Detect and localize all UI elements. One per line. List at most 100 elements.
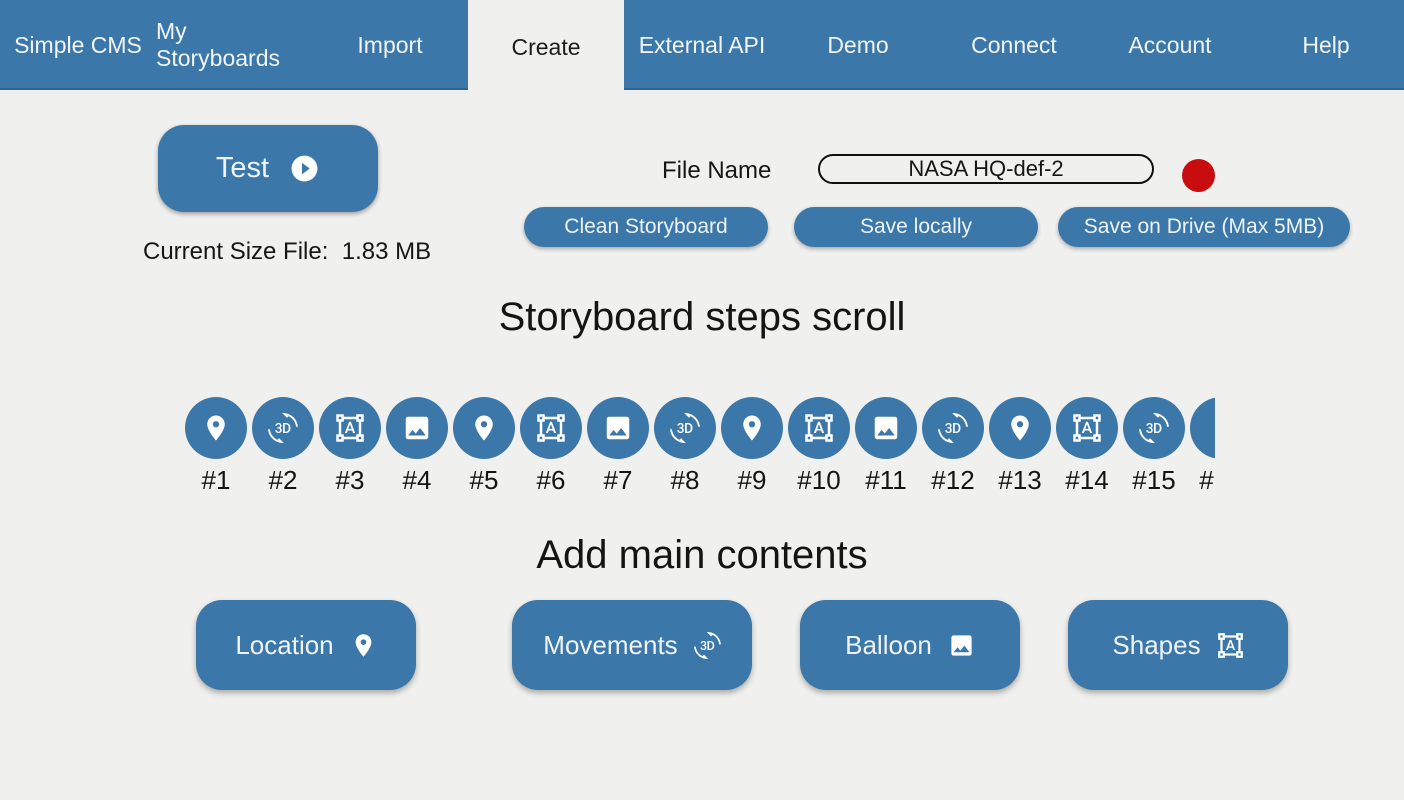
step-label: #9 — [737, 465, 767, 495]
balloon-button-label: Balloon — [845, 629, 932, 660]
step-label: #2 — [268, 465, 298, 495]
3d-rotation-icon — [693, 631, 721, 659]
clean-storyboard-button[interactable]: Clean Storyboard — [524, 207, 768, 247]
step-circle-7[interactable] — [587, 397, 649, 459]
image-icon — [948, 632, 975, 659]
balloon-button[interactable]: Balloon — [800, 600, 1020, 690]
place-icon — [469, 413, 499, 443]
test-button-label: Test — [215, 152, 270, 184]
step-label: #13 — [998, 465, 1042, 495]
storyboard-step-11: #11 — [855, 397, 917, 496]
storyboard-step-8: #8 — [654, 397, 716, 496]
step-label: #7 — [603, 465, 633, 495]
format-shapes-icon — [804, 413, 834, 443]
location-button[interactable]: Location — [196, 600, 416, 690]
nav-item-help[interactable]: Help — [1302, 31, 1350, 58]
step-label: #10 — [797, 465, 841, 495]
nav-item-import[interactable]: Import — [357, 31, 423, 58]
step-circle-11[interactable] — [855, 397, 917, 459]
step-label: #3 — [335, 465, 365, 495]
shapes-button-label: Shapes — [1112, 629, 1201, 660]
nav-item-create[interactable]: Create — [468, 0, 624, 94]
test-button[interactable]: Test — [158, 125, 378, 212]
storyboard-step-1: #1 — [185, 397, 247, 496]
steps-section-title: Storyboard steps scroll — [498, 295, 906, 339]
step-label: #6 — [536, 465, 566, 495]
nav-item-account[interactable]: Account — [1128, 31, 1212, 58]
step-circle-5[interactable] — [453, 397, 515, 459]
place-icon — [737, 413, 767, 443]
storyboard-step-2: #2 — [252, 397, 314, 496]
step-circle-8[interactable] — [654, 397, 716, 459]
step-label: #12 — [931, 465, 975, 495]
top-nav: Simple CMS My Storyboards Import Create Exte… — [0, 0, 1404, 94]
image-icon — [402, 413, 432, 443]
storyboard-steps-scroll[interactable]: #1 #2 #3 #4 #5 #6 #7 #8 #9 #10 #11 #12 #13 #14 #15 #16 — [0, 397, 1215, 503]
nav-item-external-api[interactable]: External API — [638, 31, 766, 58]
storyboard-step-7: #7 — [587, 397, 649, 496]
storyboard-step-13: #13 — [989, 397, 1051, 496]
step-label: #5 — [469, 465, 499, 495]
step-label: #11 — [865, 465, 907, 495]
step-label: #1 — [201, 465, 231, 495]
movements-button[interactable]: Movements — [512, 600, 752, 690]
format-shapes-icon — [335, 413, 365, 443]
image-icon — [871, 413, 901, 443]
nav-bottom-strip — [0, 92, 1404, 94]
storyboard-step-10: #10 — [788, 397, 850, 496]
step-label: #16 — [1199, 465, 1215, 495]
format-shapes-icon — [536, 413, 566, 443]
steps-row: #1 #2 #3 #4 #5 #6 #7 #8 #9 #10 #11 #12 #13 #14 #15 #16 — [0, 397, 1215, 496]
storyboard-step-14: #14 — [1056, 397, 1118, 496]
step-label: #8 — [670, 465, 700, 495]
storyboard-step-9: #9 — [721, 397, 783, 496]
shapes-button[interactable]: Shapes — [1068, 600, 1288, 690]
nav-item-demo[interactable]: Demo — [827, 31, 889, 58]
storyboard-step-3: #3 — [319, 397, 381, 496]
storyboard-step-4: #4 — [386, 397, 448, 496]
file-size-value: 1.83 MB — [341, 238, 432, 265]
step-circle-15[interactable] — [1123, 397, 1185, 459]
location-button-label: Location — [235, 629, 334, 660]
nav-item-connect[interactable]: Connect — [971, 31, 1057, 58]
save-on-drive-max-5mb-button[interactable]: Save on Drive (Max 5MB) — [1058, 207, 1350, 247]
storyboard-step-6: #6 — [520, 397, 582, 496]
nav-item-simple-cms[interactable]: Simple CMS — [14, 31, 142, 58]
step-circle-9[interactable] — [721, 397, 783, 459]
step-circle-10[interactable] — [788, 397, 850, 459]
step-circle-6[interactable] — [520, 397, 582, 459]
step-label: #15 — [1132, 465, 1176, 495]
save-locally-button[interactable]: Save locally — [794, 207, 1038, 247]
3d-rotation-icon — [938, 413, 968, 443]
3d-rotation-icon — [268, 413, 298, 443]
step-circle-13[interactable] — [989, 397, 1051, 459]
step-label: #14 — [1065, 465, 1109, 495]
image-icon — [603, 413, 633, 443]
file-name-label: File Name — [662, 157, 772, 184]
movements-button-label: Movements — [543, 629, 678, 660]
contents-section-title: Add main contents — [536, 533, 868, 577]
storyboard-step-12: #12 — [922, 397, 984, 496]
status-dot — [1182, 159, 1215, 192]
place-icon — [1005, 413, 1035, 443]
play-circle-icon — [289, 153, 320, 184]
format-shapes-icon — [1072, 413, 1102, 443]
file-name-input[interactable] — [818, 154, 1154, 184]
file-size-label: Current Size File: — [143, 238, 329, 265]
step-circle-14[interactable] — [1056, 397, 1118, 459]
step-circle-16[interactable] — [1190, 397, 1215, 459]
storyboard-step-5: #5 — [453, 397, 515, 496]
nav-item-my-storyboards[interactable]: My Storyboards — [156, 18, 281, 71]
3d-rotation-icon — [1139, 413, 1169, 443]
step-circle-1[interactable] — [185, 397, 247, 459]
step-label: #4 — [402, 465, 432, 495]
place-icon — [201, 413, 231, 443]
step-circle-2[interactable] — [252, 397, 314, 459]
step-circle-12[interactable] — [922, 397, 984, 459]
storyboard-step-16: #16 — [1190, 397, 1215, 496]
format-shapes-icon — [1217, 632, 1244, 659]
step-circle-3[interactable] — [319, 397, 381, 459]
step-circle-4[interactable] — [386, 397, 448, 459]
place-icon — [350, 632, 377, 659]
